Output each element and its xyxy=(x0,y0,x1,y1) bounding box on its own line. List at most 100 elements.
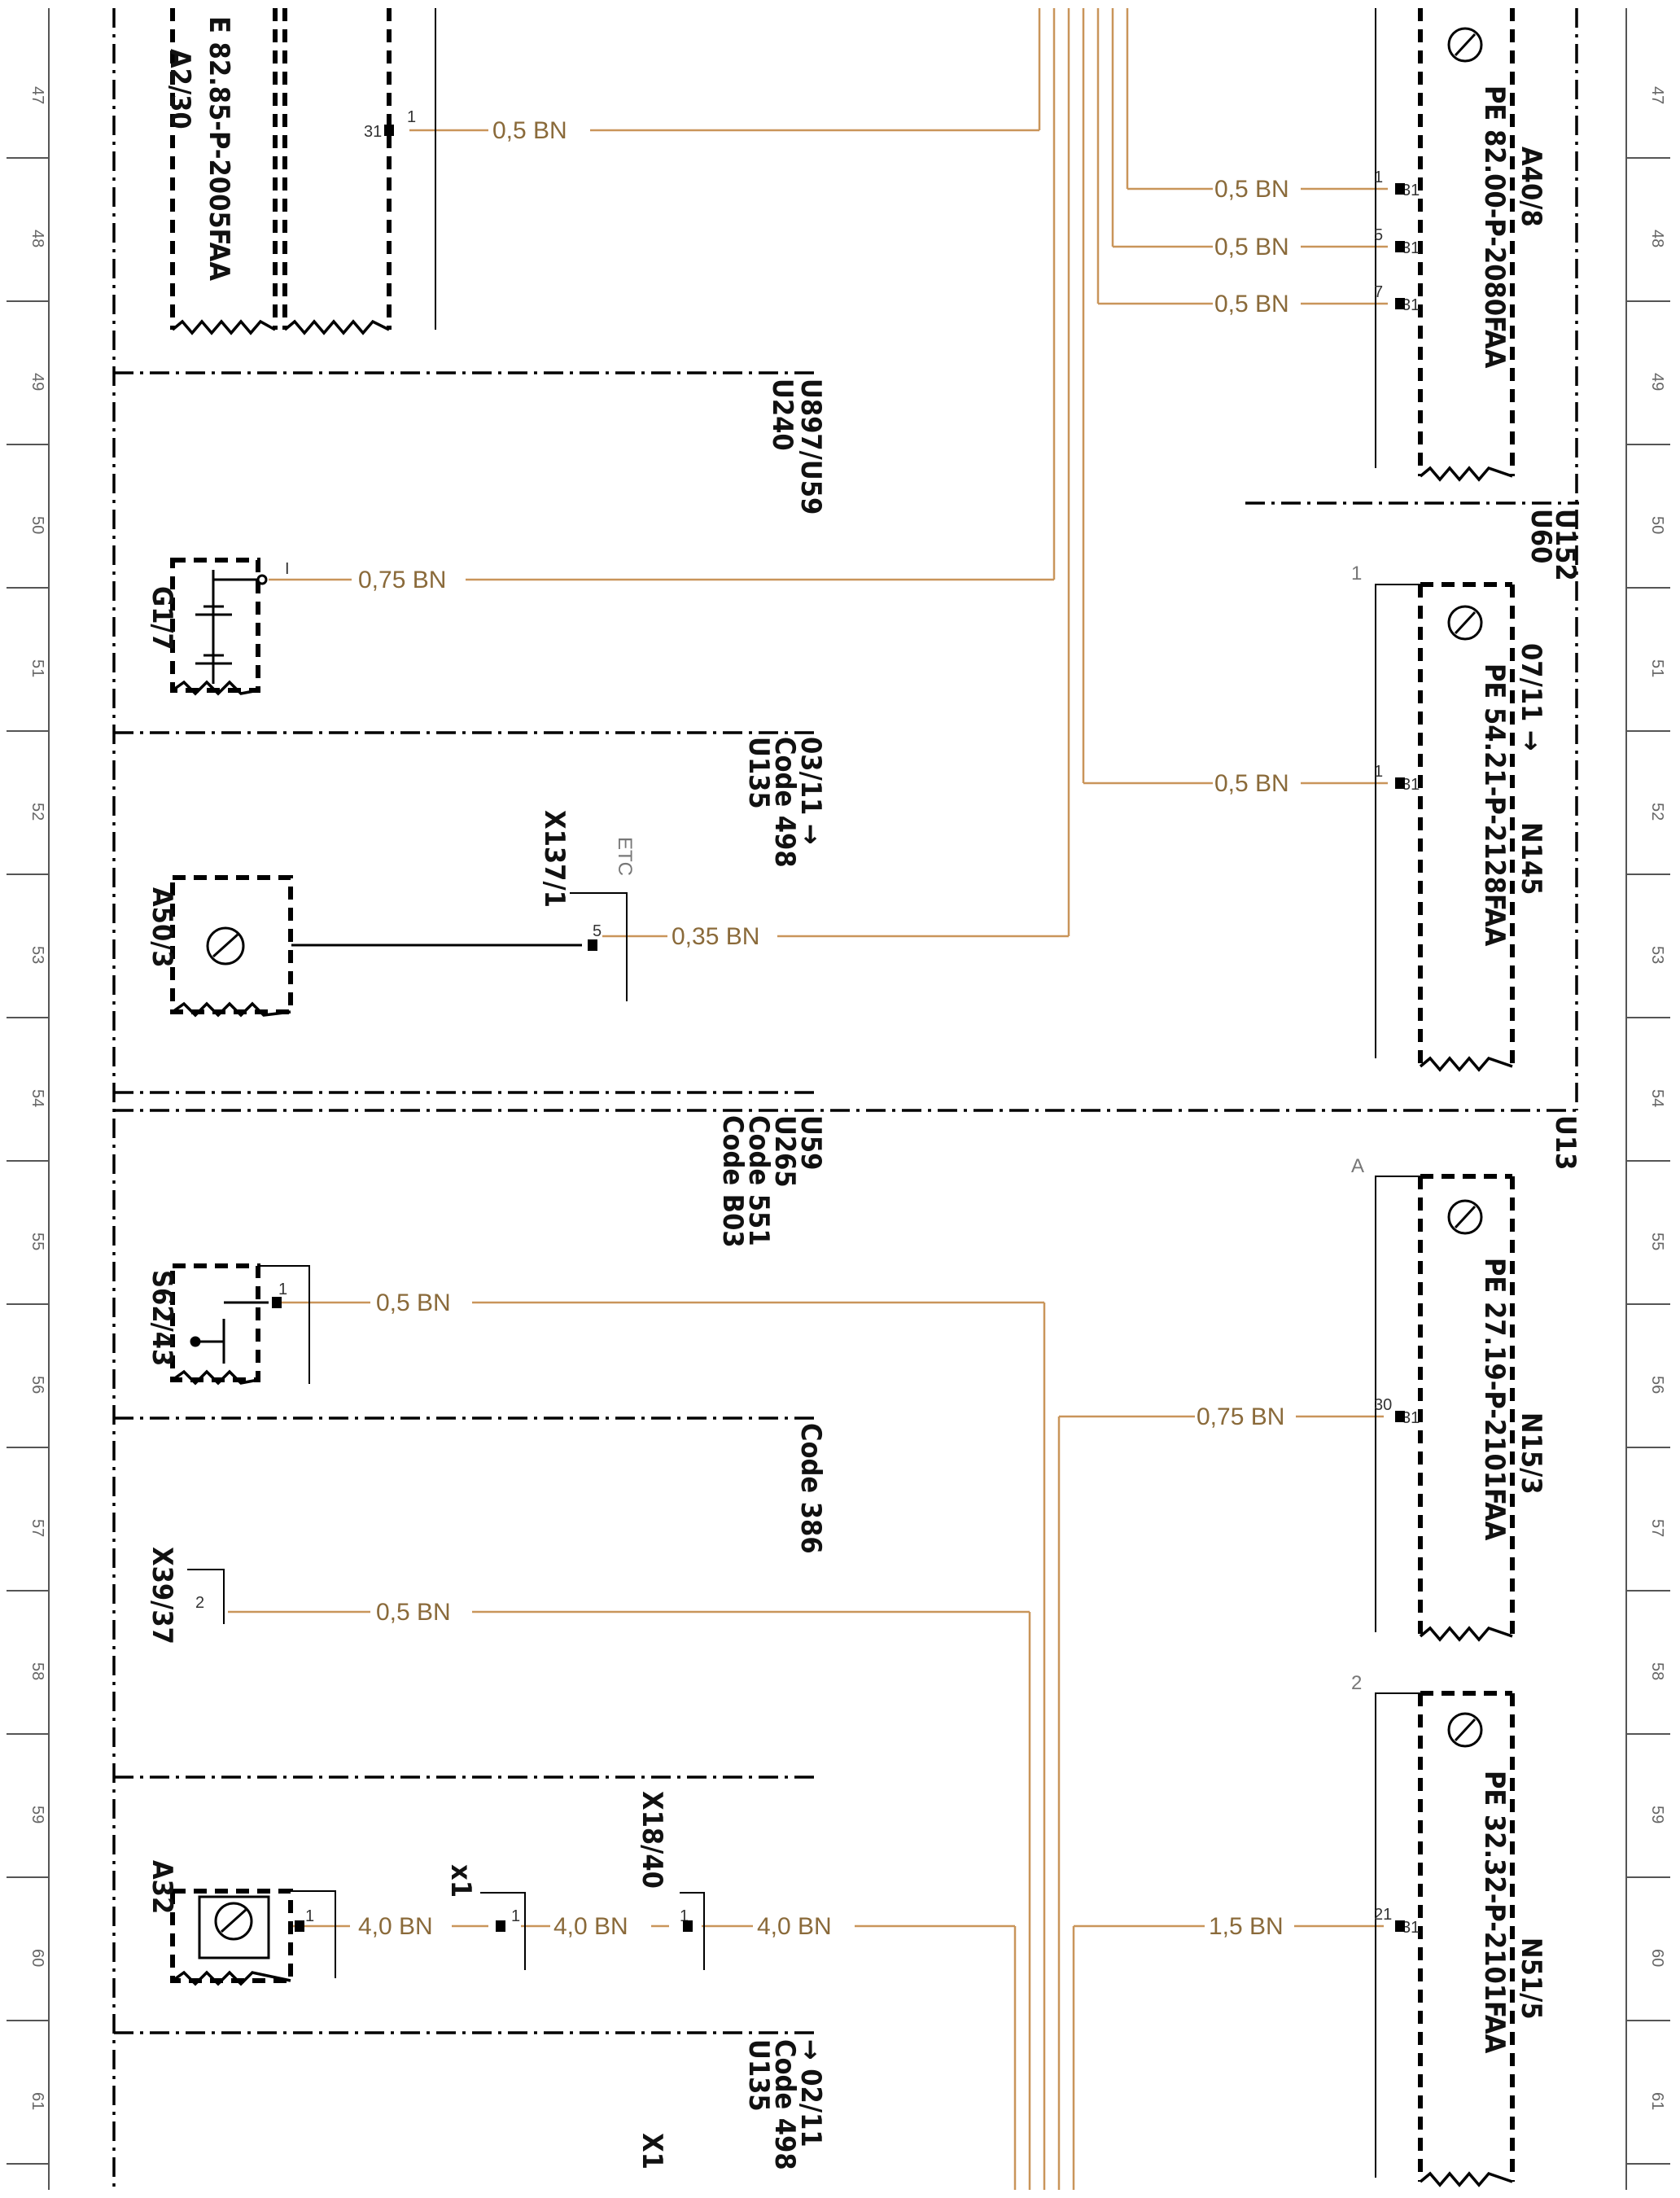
ruler-number-left: 52 xyxy=(28,803,46,821)
component-label: A40/8 xyxy=(1515,147,1547,227)
wire-label: 0,35 BN xyxy=(672,923,759,950)
ruler-number-left: 51 xyxy=(28,659,46,677)
zone-label: U135 xyxy=(742,2039,775,2112)
pin-number: 1 xyxy=(680,1907,689,1925)
ruler-number-right: 47 xyxy=(1648,86,1666,104)
component-doc-ref: PE 82.00-P-2080FAA xyxy=(1478,85,1511,369)
ruler-number-left: 55 xyxy=(28,1233,46,1250)
connector-pin xyxy=(1395,298,1405,309)
pin-number: 31 xyxy=(1402,1919,1420,1937)
ruler-number-right: 59 xyxy=(1648,1806,1666,1824)
zone-label: 03/11 → xyxy=(794,737,827,845)
ruler-number-right: 61 xyxy=(1648,2092,1666,2110)
switch-icon xyxy=(190,1301,269,1364)
zone-label: Code B03 xyxy=(716,1115,749,1248)
pin-number: 31 xyxy=(1402,296,1420,314)
ruler-number-left: 57 xyxy=(28,1519,46,1537)
wire-label: 1,5 BN xyxy=(1209,1913,1284,1940)
connector-pin xyxy=(1395,777,1405,789)
ruler-number-right: 56 xyxy=(1648,1376,1666,1394)
connector-label: X18/40 xyxy=(636,1791,668,1889)
connector-pin xyxy=(1395,183,1405,195)
zone-label: U59 xyxy=(794,1115,827,1170)
pin-number: 1 xyxy=(511,1907,520,1925)
component-label: N51/5 xyxy=(1515,1937,1547,2020)
ruler-number-left: 53 xyxy=(28,946,46,964)
wire-label: 0,5 BN xyxy=(376,1289,451,1316)
ruler-number-right: 58 xyxy=(1648,1662,1666,1680)
ruler-number-right: 57 xyxy=(1648,1519,1666,1537)
wire-label: 4,0 BN xyxy=(553,1913,628,1940)
zone-label: U60 xyxy=(1525,509,1557,563)
connector-pin xyxy=(683,1920,693,1932)
component-doc-ref: PE 27.19-P-2101FAA xyxy=(1478,1258,1511,1541)
connector-pin xyxy=(1395,1411,1405,1422)
wire-label: 0,5 BN xyxy=(1214,291,1289,317)
connector-label: X1 xyxy=(636,2133,668,2170)
ruler-number-left: 54 xyxy=(28,1089,46,1107)
ruler-number-right: 51 xyxy=(1648,659,1666,677)
zone-label: → 02/11 xyxy=(794,2039,827,2148)
wire-bus xyxy=(1013,8,1129,2190)
wire-label: 0,5 BN xyxy=(1214,770,1289,797)
ruler-number-right: 53 xyxy=(1648,946,1666,964)
ruler-number-left: 60 xyxy=(28,1949,46,1967)
zone-label: Code 498 xyxy=(768,737,801,868)
zone-label: U13 xyxy=(1549,1115,1582,1170)
component-boxes xyxy=(170,8,1515,2182)
component-doc-ref: PE 32.32-P-2101FAA xyxy=(1478,1771,1511,2054)
wire-label: 4,0 BN xyxy=(358,1913,433,1940)
ruler-number-right: 55 xyxy=(1648,1233,1666,1250)
battery-icon xyxy=(195,570,268,684)
component-label: A2/30 xyxy=(164,49,196,129)
pin-number: 31 xyxy=(1402,182,1420,199)
zone-label: U152 xyxy=(1549,509,1582,581)
pin-number: 1 xyxy=(407,108,416,126)
wire-label: 0,5 BN xyxy=(376,1599,451,1626)
pin-number: 31 xyxy=(1402,776,1420,794)
wire-label: 0,75 BN xyxy=(1197,1403,1284,1430)
pin-number: 31 xyxy=(1402,239,1420,257)
module-pin: 1 xyxy=(1351,563,1362,585)
break-marks xyxy=(171,319,1513,2187)
module-pin: 2 xyxy=(1351,1672,1362,1694)
connector-pin xyxy=(295,1920,304,1932)
control-unit-icon xyxy=(198,27,1483,1959)
wire-label: 0,75 BN xyxy=(358,567,446,593)
component-label: A32 xyxy=(146,1860,178,1914)
zone-label: U897/U59 xyxy=(794,379,827,514)
ruler-number-right: 54 xyxy=(1648,1089,1666,1107)
validity-note: 07/11 → xyxy=(1515,643,1547,751)
module-pin: A xyxy=(1351,1155,1364,1177)
zone-boundaries xyxy=(112,8,1579,2190)
wire-label: 0,5 BN xyxy=(492,117,567,144)
component-doc-ref: PE 54.21-P-2128FAA xyxy=(1478,663,1511,947)
ruler-number-left: 59 xyxy=(28,1806,46,1824)
wire-label: 0,5 BN xyxy=(1214,234,1289,261)
ruler-number-left: 48 xyxy=(28,230,46,247)
zone-label: U240 xyxy=(766,379,798,451)
ruler-number-right: 49 xyxy=(1648,373,1666,391)
pin-number: 5 xyxy=(593,922,602,940)
module-outlines xyxy=(187,8,1420,2178)
pin-number: 7 xyxy=(1374,283,1383,301)
component-doc-ref: E 82.85-P-2005FAA xyxy=(203,16,235,281)
ruler-number-left: 58 xyxy=(28,1662,46,1680)
pin-number: 31 xyxy=(1402,1409,1420,1427)
wire-label: 0,5 BN xyxy=(1214,176,1289,203)
component-label: A50/3 xyxy=(146,887,178,968)
connector-pin xyxy=(272,1297,282,1308)
ruler-number-left: 49 xyxy=(28,373,46,391)
connector-pin xyxy=(1395,241,1405,252)
ruler-number-left: 61 xyxy=(28,2092,46,2110)
component-label: G1/7 xyxy=(146,586,178,650)
connector-pin xyxy=(384,125,394,136)
pin-number: 30 xyxy=(1374,1396,1392,1414)
connector-pin xyxy=(496,1920,505,1932)
ruler-number-left: 50 xyxy=(28,516,46,534)
component-label: N15/3 xyxy=(1515,1412,1547,1495)
pin-number: I xyxy=(285,560,290,578)
zone-label: U265 xyxy=(768,1115,801,1188)
